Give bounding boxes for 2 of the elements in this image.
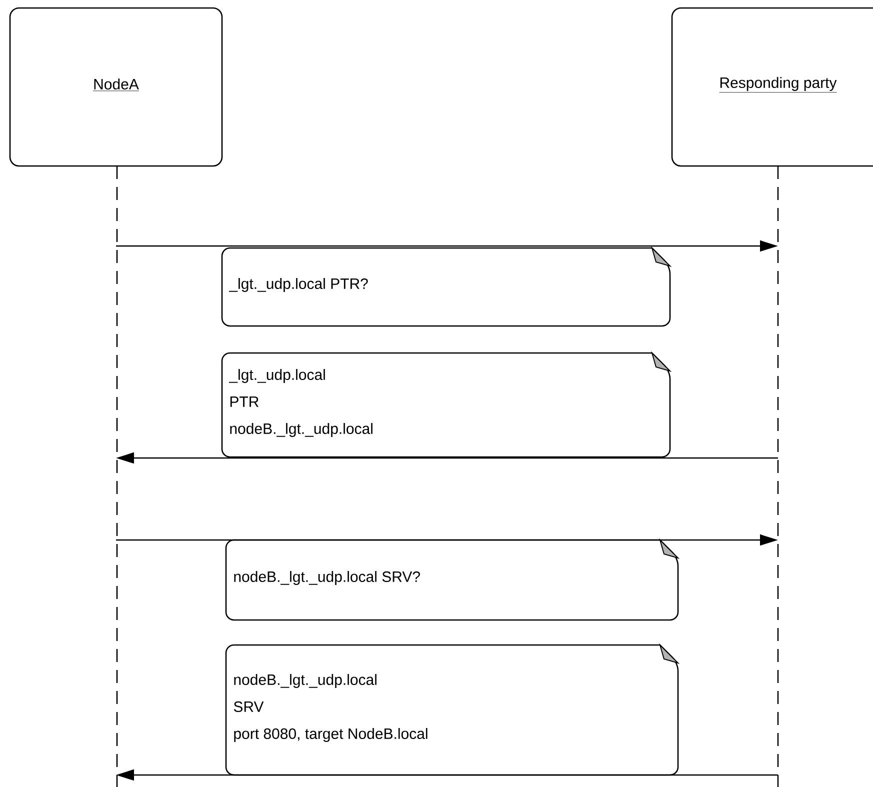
actor-box: Responding party: [671, 7, 873, 167]
actor-box: NodeA: [9, 7, 223, 167]
